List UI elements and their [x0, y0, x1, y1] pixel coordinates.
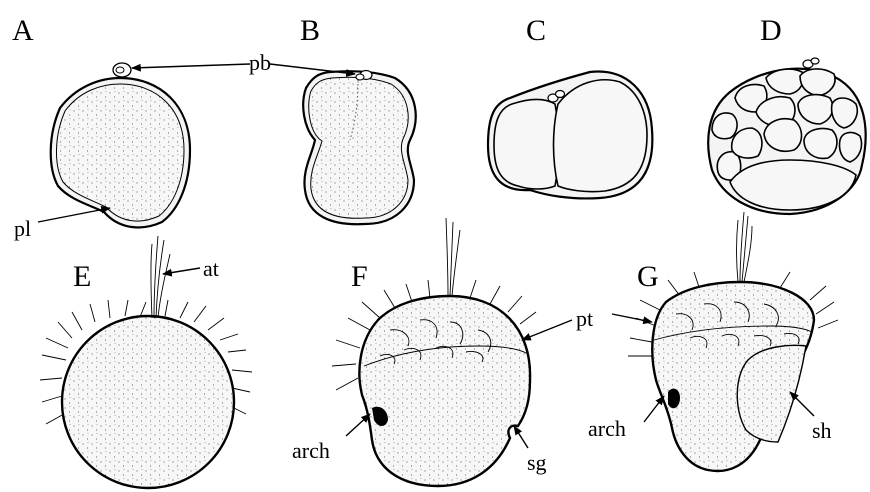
panel-label-d: D: [760, 14, 782, 47]
panel-label-g: G: [637, 260, 659, 293]
apical-tuft-g: [737, 212, 753, 282]
label-pl: pl: [14, 216, 31, 241]
label-sg: sg: [527, 450, 547, 475]
label-arch-f: arch: [292, 438, 330, 463]
trochophore-e-body: [62, 316, 234, 488]
panel-label-f: F: [351, 260, 368, 293]
panel-c: [488, 72, 652, 199]
polar-body-icon: [113, 63, 131, 77]
panel-label-c: C: [526, 14, 546, 47]
panel-label-b: B: [300, 14, 320, 47]
label-arch-g: arch: [588, 416, 626, 441]
label-pb: pb: [249, 50, 271, 75]
blastomere-right: [554, 80, 648, 192]
apical-tuft-f: [446, 218, 460, 296]
two-cell-inner: [309, 77, 408, 218]
panel-d: [708, 58, 865, 214]
label-sh: sh: [812, 418, 832, 443]
panel-a: [51, 63, 190, 227]
panel-label-a: A: [12, 14, 34, 47]
label-pt: pt: [576, 306, 593, 331]
panel-e: [40, 236, 252, 488]
panel-label-e: E: [73, 260, 91, 293]
blastomere-left: [494, 100, 559, 190]
panel-g: [628, 212, 838, 471]
trochophore-f-body: [359, 296, 530, 486]
polar-body-icon-d: [803, 58, 819, 68]
panel-f: [332, 218, 536, 486]
panel-b: [303, 71, 416, 225]
shell-gland-area: [737, 345, 806, 442]
label-at: at: [203, 256, 219, 281]
